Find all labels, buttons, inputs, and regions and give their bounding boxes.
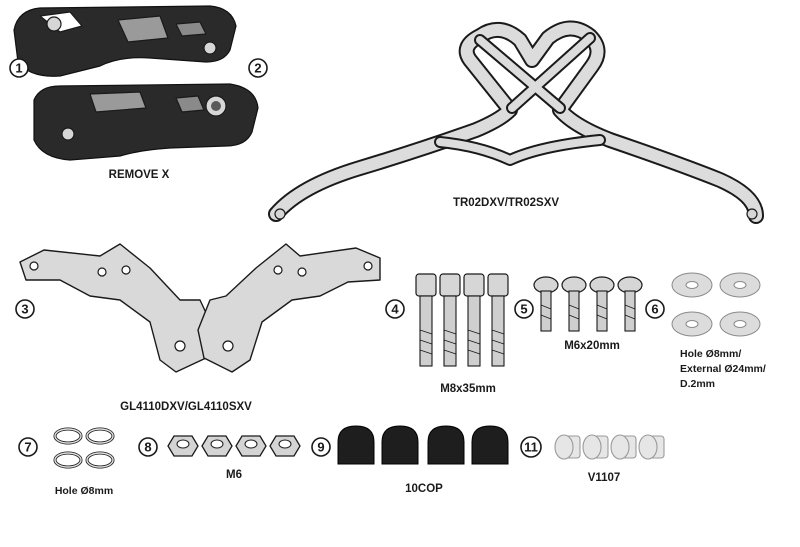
callout-6-number: 6 [651, 302, 658, 317]
side-cover-top [13, 5, 237, 77]
bolt-m8-4 [487, 273, 509, 367]
rack-frame [268, 20, 764, 224]
label-spacers: V1107 [588, 472, 621, 484]
spring-washer-2 [85, 427, 115, 445]
label-washer-spec-1: Hole Ø8mm/ [680, 348, 741, 360]
spacer-2 [582, 434, 609, 460]
screw-m6-1 [533, 276, 559, 332]
nut-m6-2 [201, 435, 233, 457]
label-screws-m6: M6x20mm [564, 340, 620, 352]
flat-washer-1 [671, 272, 713, 298]
nut-m6-4 [269, 435, 301, 457]
label-brackets: GL4110DXV/GL4110SXV [120, 401, 252, 413]
callout-7-number: 7 [24, 440, 31, 455]
spring-washer-1 [53, 427, 83, 445]
callout-4-number: 4 [391, 302, 399, 317]
screw-m6-2 [561, 276, 587, 332]
callout-9: 9 [311, 437, 331, 457]
callout-8: 8 [138, 437, 158, 457]
label-nuts: M6 [226, 469, 242, 481]
callout-2: 2 [248, 58, 268, 78]
callout-4: 4 [385, 299, 405, 319]
screw-m6-3 [589, 276, 615, 332]
flat-washer-2 [719, 272, 761, 298]
label-bolts-m8: M8x35mm [440, 383, 496, 395]
label-spring-washer: Hole Ø8mm [55, 485, 113, 497]
callout-5: 5 [514, 299, 534, 319]
screw-m6-4 [617, 276, 643, 332]
spacer-3 [610, 434, 637, 460]
spacer-4 [638, 434, 665, 460]
flat-washer-4 [719, 311, 761, 337]
callout-2-number: 2 [254, 61, 261, 76]
bolt-m8-1 [415, 273, 437, 367]
bolt-m8-3 [463, 273, 485, 367]
spacer-1 [554, 434, 581, 460]
bracket-right [197, 243, 381, 373]
rack-mount-hole-right [746, 208, 758, 220]
callout-11: 11 [520, 436, 542, 458]
nut-m6-3 [235, 435, 267, 457]
cap-4 [471, 425, 509, 465]
side-cover-bottom [33, 83, 259, 161]
spring-washer-3 [53, 451, 83, 469]
callout-6: 6 [645, 299, 665, 319]
callout-11-number: 11 [524, 440, 538, 455]
flat-washer-3 [671, 311, 713, 337]
callout-1: 1 [9, 58, 29, 78]
callout-9-number: 9 [317, 440, 324, 455]
label-washer-spec-2: External Ø24mm/ [680, 363, 766, 375]
cap-2 [381, 425, 419, 465]
cap-1 [337, 425, 375, 465]
bracket-left [19, 243, 215, 373]
label-remove: REMOVE X [109, 169, 170, 181]
callout-3: 3 [15, 299, 35, 319]
cap-3 [427, 425, 465, 465]
label-caps: 10COP [405, 483, 443, 495]
spring-washer-4 [85, 451, 115, 469]
callout-1-number: 1 [15, 61, 22, 76]
rack-mount-hole-left [274, 208, 286, 220]
label-rack: TR02DXV/TR02SXV [453, 197, 559, 209]
callout-8-number: 8 [144, 440, 151, 455]
bolt-m8-2 [439, 273, 461, 367]
callout-5-number: 5 [520, 302, 527, 317]
callout-7: 7 [18, 437, 38, 457]
callout-3-number: 3 [21, 302, 28, 317]
nut-m6-1 [167, 435, 199, 457]
label-washer-spec-3: D.2mm [680, 378, 715, 390]
